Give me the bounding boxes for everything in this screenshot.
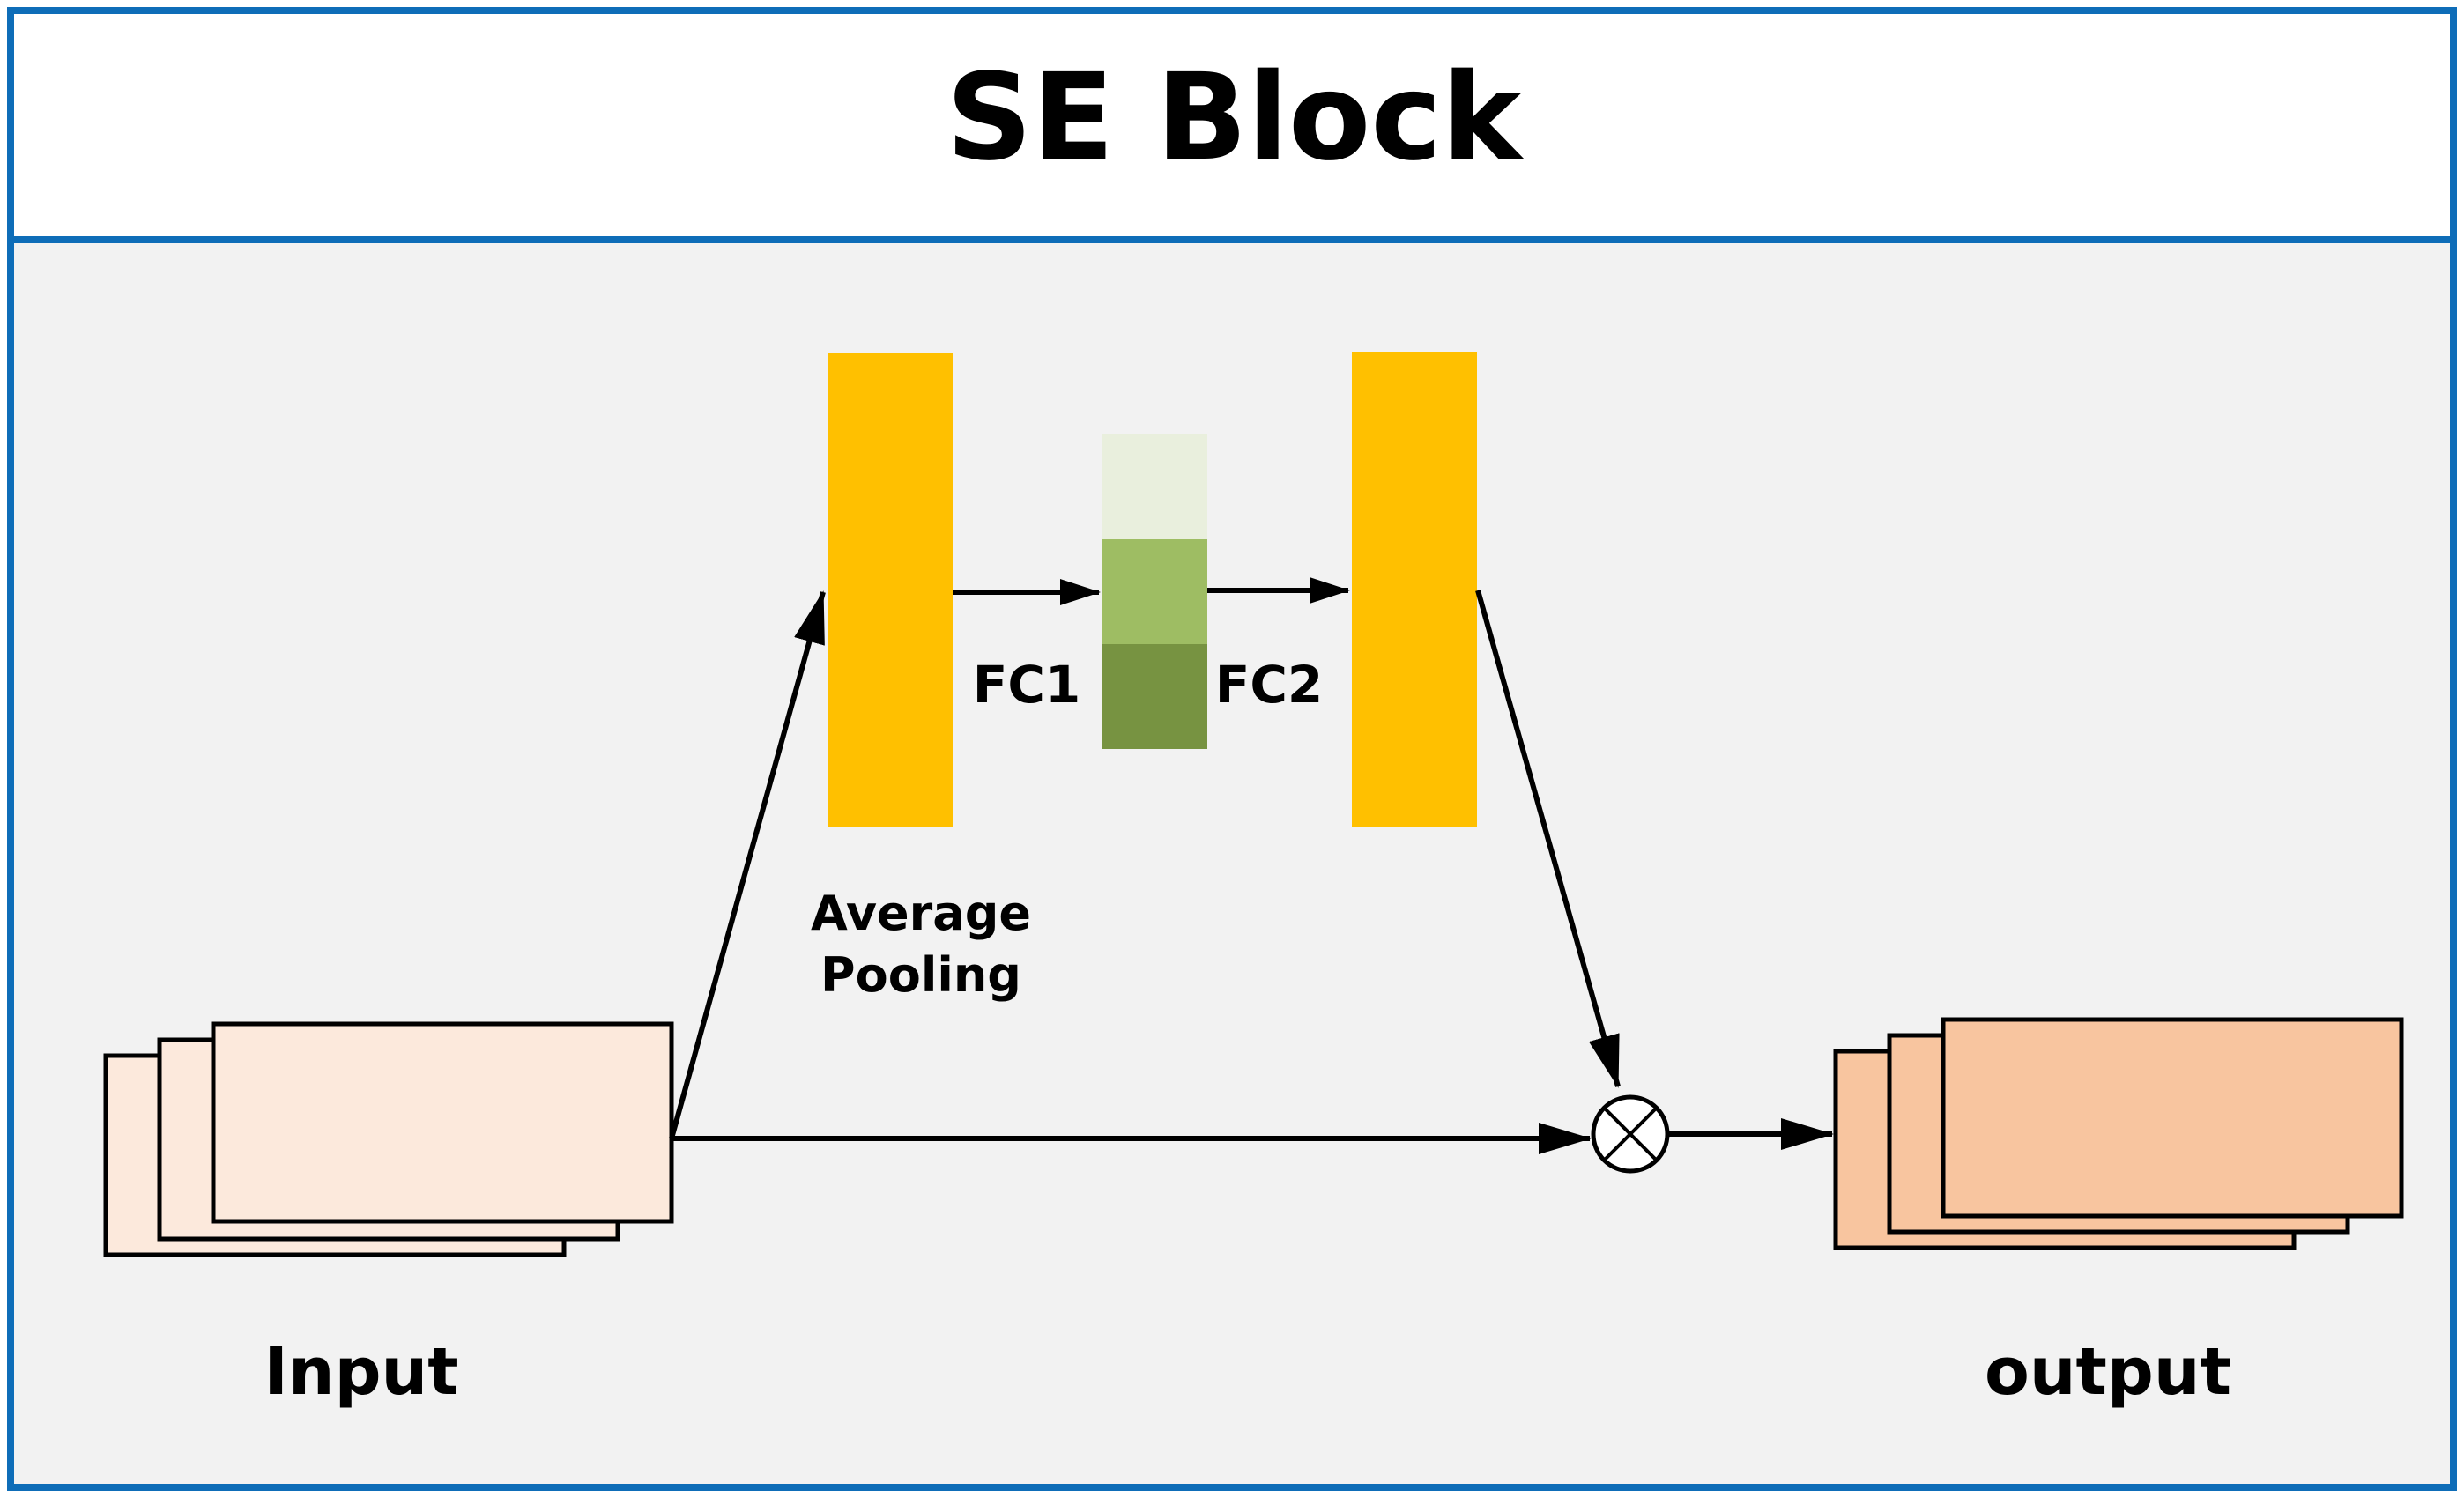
title-header <box>14 14 2450 238</box>
input-feature-maps <box>103 1021 674 1257</box>
average-pooling-label-line1: Average <box>811 886 1031 941</box>
edge-input-to-pooling <box>669 590 826 1139</box>
output-feature-maps <box>1833 1017 2404 1250</box>
excitation-vector <box>1352 352 1477 827</box>
fc2-label: FC2 <box>1215 655 1324 715</box>
input-label: Input <box>263 1334 458 1410</box>
circled-times-icon <box>1591 1094 1670 1174</box>
fc1-label: FC1 <box>973 655 1081 715</box>
output-map-front <box>1941 1017 2404 1219</box>
output-label: output <box>1985 1334 2231 1410</box>
fc-segment-mid <box>1102 539 1207 644</box>
edge-excitation-to-multiply <box>1475 590 1621 1088</box>
diagram-title: SE Block <box>946 48 1525 188</box>
input-map-front <box>211 1021 674 1224</box>
average-pooling-label-line2: Pooling <box>820 947 1021 1003</box>
fc-segment-light <box>1102 434 1207 539</box>
fc-segment-dark <box>1102 644 1207 749</box>
pooled-vector <box>828 353 953 827</box>
fc-bottleneck <box>1102 434 1207 749</box>
